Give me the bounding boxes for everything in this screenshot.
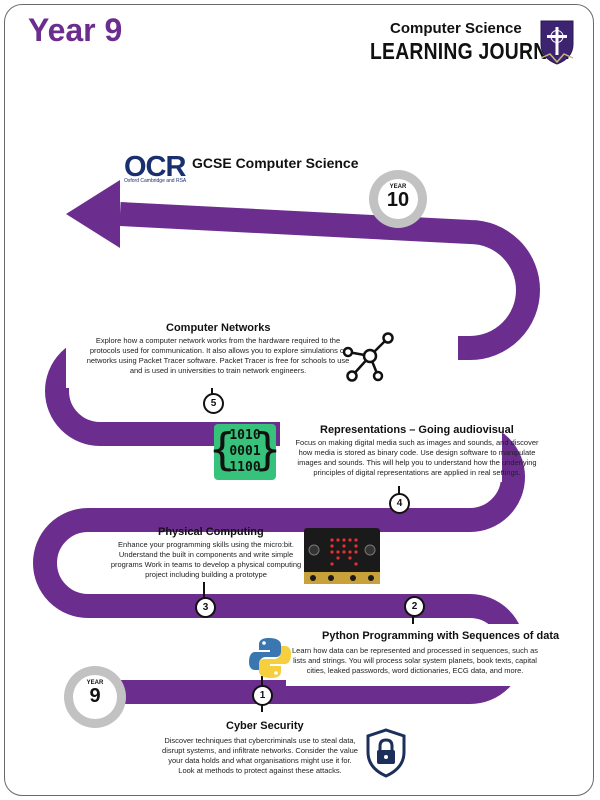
python-line: cities, leaked passwords, word dictionar… bbox=[306, 666, 524, 675]
microbit-icon bbox=[304, 528, 380, 584]
ocr-logo: OCR bbox=[124, 151, 186, 183]
step-2-marker: 2 bbox=[404, 596, 425, 617]
networks-line: and is used in universities to train net… bbox=[129, 366, 307, 375]
representations-line: images and sounds. This will help you to… bbox=[297, 458, 537, 467]
network-nodes-icon bbox=[342, 332, 394, 382]
binary-row: 1100 bbox=[229, 460, 261, 475]
cyber-security-title: Cyber Security bbox=[226, 720, 304, 732]
right-brace: } bbox=[254, 424, 282, 475]
physical-line: Enhance your programming skills using th… bbox=[118, 540, 294, 549]
networks-line: networks using Packet Tracer software. P… bbox=[86, 356, 350, 365]
cyber-security-description: Discover techniques that cybercriminals … bbox=[156, 736, 364, 776]
networks-panel bbox=[66, 318, 458, 388]
step-5-marker: 5 bbox=[203, 393, 224, 414]
learning-journey-title: LEARNING JOURNEY bbox=[370, 38, 574, 64]
year-9-badge: YEAR 9 bbox=[64, 666, 126, 728]
path-arrowhead bbox=[66, 180, 120, 248]
binary-row: 0001 bbox=[229, 444, 261, 459]
padlock-shield-icon bbox=[366, 728, 406, 778]
step-4-marker: 4 bbox=[389, 493, 410, 514]
cyber-line: your data holds and what organisations m… bbox=[168, 756, 352, 765]
networks-line: protocols used for communication. It als… bbox=[89, 346, 347, 355]
school-crest-icon bbox=[540, 20, 574, 65]
gcse-title: GCSE Computer Science bbox=[192, 155, 359, 171]
python-line: Learn how data can be represented and pr… bbox=[292, 646, 538, 655]
year-title: Year 9 bbox=[28, 12, 123, 48]
badge-year-label: YEAR bbox=[86, 680, 104, 686]
binary-code-icon: { 1010 0001 1100 } bbox=[209, 424, 281, 480]
representations-panel bbox=[280, 418, 502, 482]
ocr-subtitle: Oxford Cambridge and RSA bbox=[124, 178, 187, 184]
networks-title: Computer Networks bbox=[166, 322, 271, 334]
cyber-line: disrupt systems, and infiltrate networks… bbox=[162, 746, 358, 755]
representations-title: Representations – Going audiovisual bbox=[320, 424, 514, 436]
physical-line: Understand the built in components and w… bbox=[118, 550, 294, 559]
step-3-marker: 3 bbox=[195, 597, 216, 618]
badge-year-label: YEAR bbox=[389, 184, 407, 190]
cyber-line: Discover techniques that cybercriminals … bbox=[164, 736, 356, 745]
badge-year-number: 9 bbox=[89, 685, 101, 707]
representations-line: how media is stored as binary code. Use … bbox=[298, 448, 536, 457]
year-10-badge: YEAR 10 bbox=[369, 170, 427, 228]
step-1-marker: 1 bbox=[252, 685, 273, 706]
binary-row: 1010 bbox=[229, 428, 261, 443]
physical-line: project including building a prototype bbox=[145, 570, 267, 579]
left-brace: { bbox=[209, 424, 236, 475]
python-line: lists and strings. You will process sola… bbox=[293, 656, 537, 665]
cyber-line: Look at methods to protect against these… bbox=[178, 766, 342, 775]
physical-computing-description: Enhance your programming skills using th… bbox=[108, 540, 304, 580]
physical-line: programs Work in teams to develop a phys… bbox=[110, 560, 302, 569]
python-description: Learn how data can be represented and pr… bbox=[284, 646, 546, 676]
python-panel bbox=[286, 624, 540, 686]
representations-description: Focus on making digital media such as im… bbox=[282, 438, 552, 478]
badge-year-number: 10 bbox=[386, 189, 410, 211]
path-line bbox=[33, 202, 540, 704]
physical-computing-title: Physical Computing bbox=[158, 526, 264, 538]
python-title: Python Programming with Sequences of dat… bbox=[322, 630, 560, 642]
representations-line: principles of digital representations ar… bbox=[313, 468, 521, 477]
subject-title: Computer Science bbox=[390, 20, 522, 37]
networks-line: Explore how a computer network works fro… bbox=[95, 336, 341, 345]
networks-description: Explore how a computer network works fro… bbox=[76, 336, 360, 376]
python-logo-icon bbox=[249, 638, 291, 678]
representations-line: Focus on making digital media such as im… bbox=[295, 438, 539, 447]
